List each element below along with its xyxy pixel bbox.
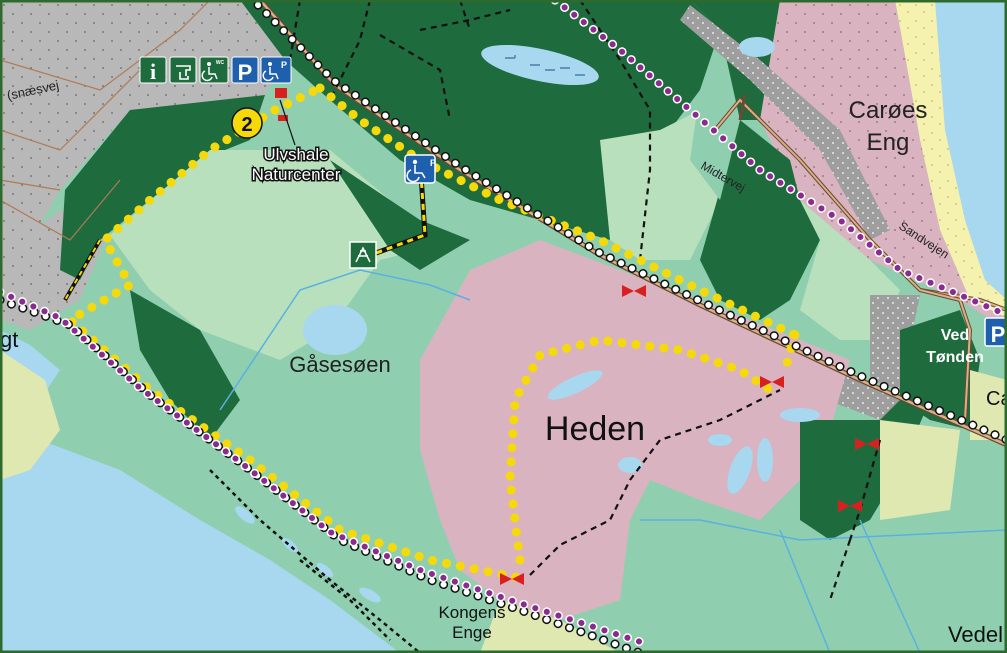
lake-gasesoen xyxy=(303,305,367,355)
sea-right xyxy=(935,0,1007,300)
label-eng: Eng xyxy=(867,129,910,156)
accessible-wc-icon[interactable] xyxy=(199,56,229,84)
label-tonden: Tønden xyxy=(926,349,984,366)
footpaths xyxy=(288,0,882,601)
label-right-ca: Ca xyxy=(986,388,1007,410)
tower-icon[interactable] xyxy=(349,241,377,269)
label-vedel: Vedel xyxy=(948,622,1003,647)
ved-tonden-parking-letter: P xyxy=(991,322,1006,347)
naturcenter-marker xyxy=(275,88,287,98)
gravel-strip-north xyxy=(680,5,890,240)
route-marker-label: 2 xyxy=(241,114,252,136)
facility-icons xyxy=(139,56,292,84)
label-ulvshale: Ulvshale xyxy=(263,145,328,164)
label-caroes: Carøes xyxy=(849,97,928,124)
label-ved: Ved xyxy=(941,327,969,344)
label-left-gt: gt xyxy=(0,327,18,352)
ved-tonden-parking-icon[interactable] xyxy=(984,317,1007,347)
accessible-parking-icon[interactable] xyxy=(404,154,436,184)
route-marker-2[interactable] xyxy=(231,107,263,139)
accessible-parking-p: P xyxy=(430,158,436,168)
label-gasesoen: Gåsesøen xyxy=(289,352,391,377)
accessible-parking-icon-top[interactable] xyxy=(260,56,292,84)
label-kongens: Kongens xyxy=(438,603,505,622)
forest-north xyxy=(240,0,720,240)
yellow-trail xyxy=(62,83,800,583)
parking-icon[interactable] xyxy=(231,56,259,84)
water-tap-icon[interactable] xyxy=(169,56,197,84)
gate-icons xyxy=(500,285,879,585)
info-icon-letter: i xyxy=(150,59,156,84)
parking-icon-letter: P xyxy=(238,60,253,85)
label-enge: Enge xyxy=(452,623,492,642)
accessible-parking-p-top: P xyxy=(281,60,287,70)
label-heden: Heden xyxy=(545,410,645,448)
sea-bottom xyxy=(0,420,400,653)
wc-letters: WC xyxy=(216,60,225,66)
pale-field-left xyxy=(0,350,60,480)
label-naturcenter: Naturcenter xyxy=(252,165,341,184)
heath-heden xyxy=(420,240,850,620)
forest-strip xyxy=(130,290,240,440)
info-icon[interactable] xyxy=(139,56,167,84)
